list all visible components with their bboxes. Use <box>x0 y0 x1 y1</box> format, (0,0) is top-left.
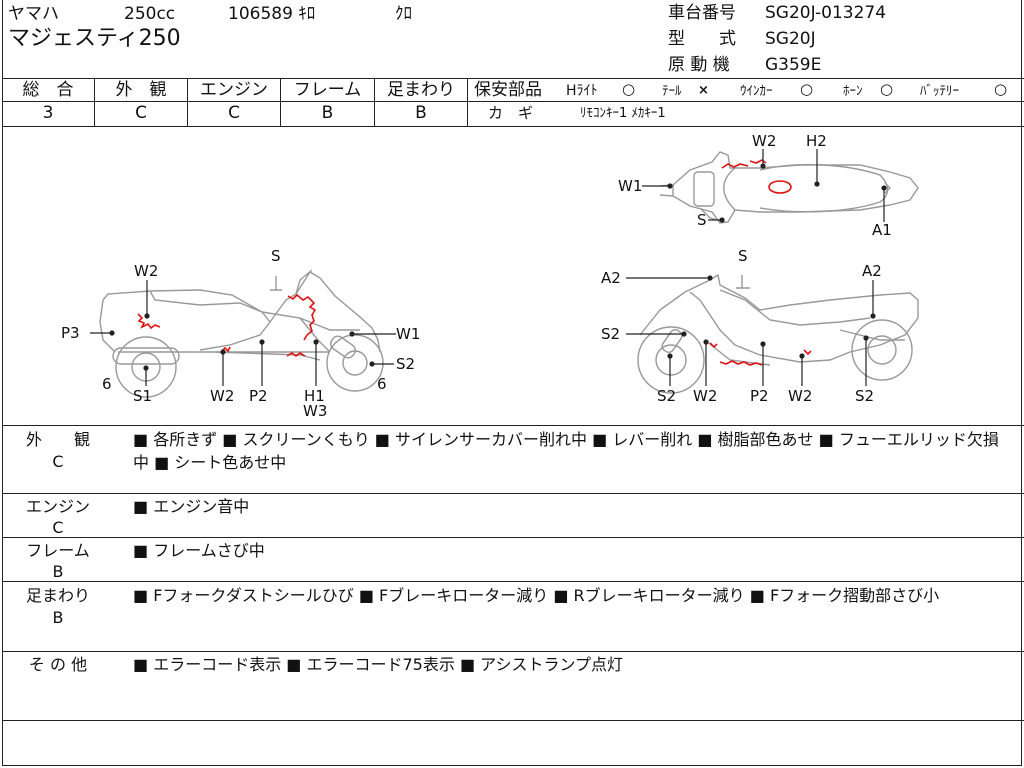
displacement: 250cc <box>124 4 176 24</box>
grade-value-total: 3 <box>42 103 54 123</box>
safety-label: 保安部品 <box>474 80 542 100</box>
grade-label-exterior: 外 観 <box>115 80 167 100</box>
remark-text-other: ■ エラーコード表示 ■ エラーコード75表示 ■ アシストランプ点灯 <box>133 655 624 674</box>
remark-category-frame: フレーム <box>26 541 90 560</box>
grade-label-engine: エンジン <box>200 80 268 100</box>
safety-winker-mark: ○ <box>800 80 814 98</box>
label-top-w1: W1 <box>618 177 643 195</box>
grade-value-frame: B <box>321 103 334 123</box>
remark-grade-suspension: B <box>52 608 64 627</box>
safety-battery-mark: ○ <box>994 80 1008 98</box>
label-left-w2: W2 <box>134 262 159 280</box>
key-value: ﾘﾓｺﾝｷｰ1 ﾒｶｷｰ1 <box>580 106 666 121</box>
grade-value-exterior: C <box>135 103 147 123</box>
remark-grade-engine: C <box>52 518 64 537</box>
safety-battery-label: ﾊﾞｯﾃﾘｰ <box>920 84 959 99</box>
color: ｸﾛ <box>395 4 412 24</box>
label-right-w2b: W2 <box>788 387 813 405</box>
remark-text-exterior: ■ 各所きず ■ スクリーンくもり ■ サイレンサーカバー削れ中 ■ レバー削れ… <box>133 430 999 472</box>
label-left-s2: S2 <box>396 355 416 373</box>
safety-headlight-label: Hﾗｲﾄ <box>566 83 598 99</box>
label-left-p2: P2 <box>249 387 268 405</box>
label-left-p3: P3 <box>61 324 80 342</box>
remark-category-other: そ の 他 <box>28 655 88 674</box>
label-right-a2b: A2 <box>862 262 882 280</box>
safety-horn-mark: ○ <box>880 80 894 98</box>
label-right-s2: S2 <box>601 325 621 343</box>
label-right-a2: A2 <box>601 269 621 287</box>
label-left-w2b: W2 <box>210 387 235 405</box>
frame-no-label: 車台番号 <box>668 3 736 23</box>
remark-text-suspension: ■ Fフォークダストシールひび ■ Fブレーキローター減り ■ Rブレーキロータ… <box>133 586 940 605</box>
label-right-s2b: S2 <box>657 387 677 405</box>
safety-horn-label: ﾎｰﾝ <box>843 84 863 99</box>
left-side-scooter <box>99 269 384 398</box>
safety-tail-label: ﾃｰﾙ <box>662 84 682 99</box>
label-right-w2: W2 <box>693 387 718 405</box>
safety-tail-mark: × <box>698 83 709 98</box>
label-left-w3: W3 <box>303 402 328 420</box>
label-right-s: S <box>738 247 748 265</box>
engine-label: 原 動 機 <box>668 55 730 75</box>
remark-text-frame: ■ フレームさび中 <box>133 541 265 560</box>
label-right-s2c: S2 <box>855 387 875 405</box>
label-left-6: 6 <box>102 375 112 393</box>
grade-value-suspension: B <box>415 103 427 123</box>
grade-label-frame: フレーム <box>293 80 362 100</box>
damage-marks <box>137 159 812 366</box>
grade-value-engine: C <box>228 103 240 123</box>
maker: ヤマハ <box>8 4 59 24</box>
label-right-p2: P2 <box>750 387 769 405</box>
label-left-w1: W1 <box>396 325 421 343</box>
bike-diagram <box>90 149 919 398</box>
key-label: カ ギ <box>488 104 534 122</box>
remark-grade-frame: B <box>52 562 64 581</box>
label-top-a1: A1 <box>872 221 892 239</box>
remark-text-engine: ■ エンジン音中 <box>133 497 250 516</box>
type-value: SG20J <box>765 29 816 49</box>
label-left-s: S <box>271 247 281 265</box>
mileage: 106589 ｷﾛ <box>228 4 316 24</box>
remark-category-exterior: 外 観 <box>25 430 90 449</box>
frame-no: SG20J-013274 <box>765 3 887 23</box>
type-label: 型 式 <box>668 29 736 49</box>
safety-winker-label: ｳｲﾝｶｰ <box>740 84 773 99</box>
label-top-w2: W2 <box>752 132 777 150</box>
remark-grade-exterior: C <box>52 452 64 471</box>
label-left-6b: 6 <box>377 375 387 393</box>
remark-category-suspension: 足まわり <box>25 586 90 605</box>
remark-category-engine: エンジン <box>25 497 90 516</box>
label-left-s1: S1 <box>133 387 153 405</box>
safety-headlight-mark: ○ <box>622 80 636 98</box>
label-left-h1: H1 <box>304 387 325 405</box>
grade-label-total: 総 合 <box>22 80 74 100</box>
model-name: マジェスティ250 <box>8 26 181 51</box>
label-top-h2: H2 <box>806 132 827 150</box>
engine-value: G359E <box>765 55 822 75</box>
grade-label-suspension: 足まわり <box>387 80 455 100</box>
label-top-s: S <box>697 211 707 229</box>
